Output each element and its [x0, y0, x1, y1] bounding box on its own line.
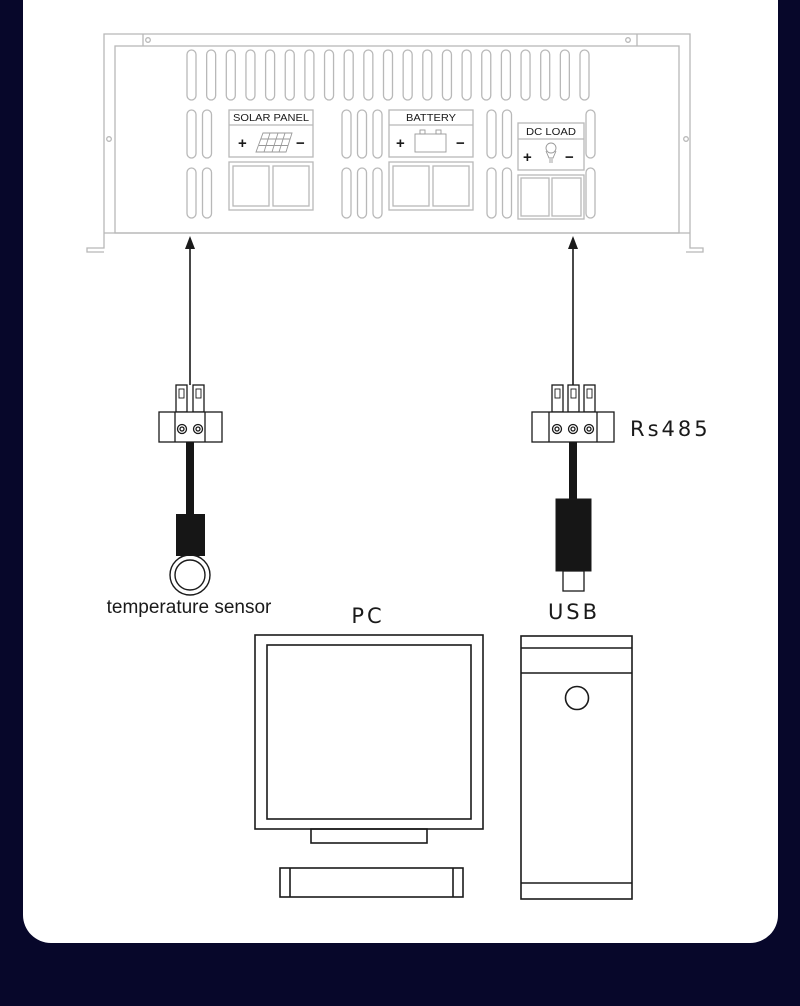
vent-slot: [500, 49, 512, 101]
rs485-cable: [569, 442, 577, 502]
vent-slot: [441, 49, 453, 101]
charge-controller: [86, 33, 704, 253]
usb-plug-tip: [562, 570, 585, 592]
vent-slot: [372, 167, 383, 219]
monitor-frame: [254, 634, 484, 830]
vent-slot: [501, 167, 513, 219]
vent-slot: [356, 109, 368, 159]
vent-slot: [264, 49, 276, 101]
dc-load-minus: −: [565, 149, 574, 166]
vent-slot: [486, 109, 497, 159]
dc-load-plus: +: [523, 149, 532, 166]
vent-slot: [461, 49, 472, 101]
mounting-foot-left: [86, 233, 105, 253]
pc-label: PC: [351, 604, 384, 628]
arrow-rs485: [568, 236, 578, 385]
screw-icon: [625, 37, 631, 43]
vent-slot: [341, 167, 352, 219]
battery-label: BATTERY: [406, 112, 456, 124]
vent-slot: [585, 109, 596, 159]
solar-panel-minus: −: [296, 135, 305, 152]
vent-slot: [356, 167, 368, 219]
arrow-up-icon: [185, 236, 195, 249]
screw-icon: [106, 136, 112, 142]
vent-slot: [579, 49, 590, 101]
vent-slot: [343, 49, 354, 101]
port-battery: [388, 109, 474, 211]
vent-slot: [501, 109, 513, 159]
vent-slot: [372, 109, 383, 159]
solar-panel-icon: [255, 132, 293, 153]
vent-slot: [341, 109, 352, 159]
dc-load-label: DC LOAD: [526, 126, 576, 138]
vent-slot: [382, 49, 394, 101]
vent-slot: [186, 109, 197, 159]
vent-slot: [304, 49, 315, 101]
vent-slot: [201, 109, 213, 159]
port-dc-load: [517, 122, 585, 220]
ring-terminal-icon: [169, 554, 211, 596]
rs485-label: Rs485: [630, 417, 711, 441]
vent-slot: [225, 49, 236, 101]
screw-icon: [145, 37, 151, 43]
vent-slot: [205, 49, 217, 101]
vent-slot: [559, 49, 570, 101]
vent-slot: [363, 49, 374, 101]
vent-slot: [486, 167, 497, 219]
vent-slots: [186, 49, 596, 219]
light-bulb-icon: [545, 142, 557, 163]
solar-panel-label: SOLAR PANEL: [233, 112, 309, 124]
usb-label: USB: [548, 600, 600, 624]
vent-slot: [201, 167, 213, 219]
port-solar-panel: [228, 109, 314, 211]
vent-slot: [585, 167, 596, 219]
screw-icon: [683, 136, 689, 142]
vent-slot: [186, 167, 197, 219]
pc-monitor: [254, 634, 484, 844]
temperature-probe-body: [176, 514, 205, 556]
battery-icon: [414, 129, 447, 153]
pc-tower: [520, 635, 633, 900]
solar-panel-plus: +: [238, 135, 247, 152]
power-button-icon: [564, 685, 590, 711]
monitor-stand: [310, 828, 428, 844]
temperature-connector: [158, 384, 223, 443]
vent-slot: [402, 49, 413, 101]
vent-slot: [323, 49, 335, 101]
vent-slot: [245, 49, 256, 101]
vent-slot: [284, 49, 295, 101]
arrow-up-icon: [568, 236, 578, 249]
vent-slot: [422, 49, 433, 101]
mounting-foot-right: [686, 233, 704, 253]
usb-plug-body: [555, 498, 592, 572]
vent-slot: [540, 49, 551, 101]
temperature-sensor-label: temperature sensor: [107, 597, 272, 618]
temperature-cable: [186, 442, 194, 516]
battery-minus: −: [456, 135, 465, 152]
arrow-temperature: [185, 236, 195, 385]
monitor-screen: [266, 644, 472, 820]
vent-slot: [186, 49, 197, 101]
keyboard: [279, 867, 464, 898]
battery-plus: +: [396, 135, 405, 152]
vent-slot: [481, 49, 492, 101]
chassis-outline: [103, 33, 691, 233]
rs485-connector: [531, 384, 615, 443]
vent-slot: [520, 49, 531, 101]
